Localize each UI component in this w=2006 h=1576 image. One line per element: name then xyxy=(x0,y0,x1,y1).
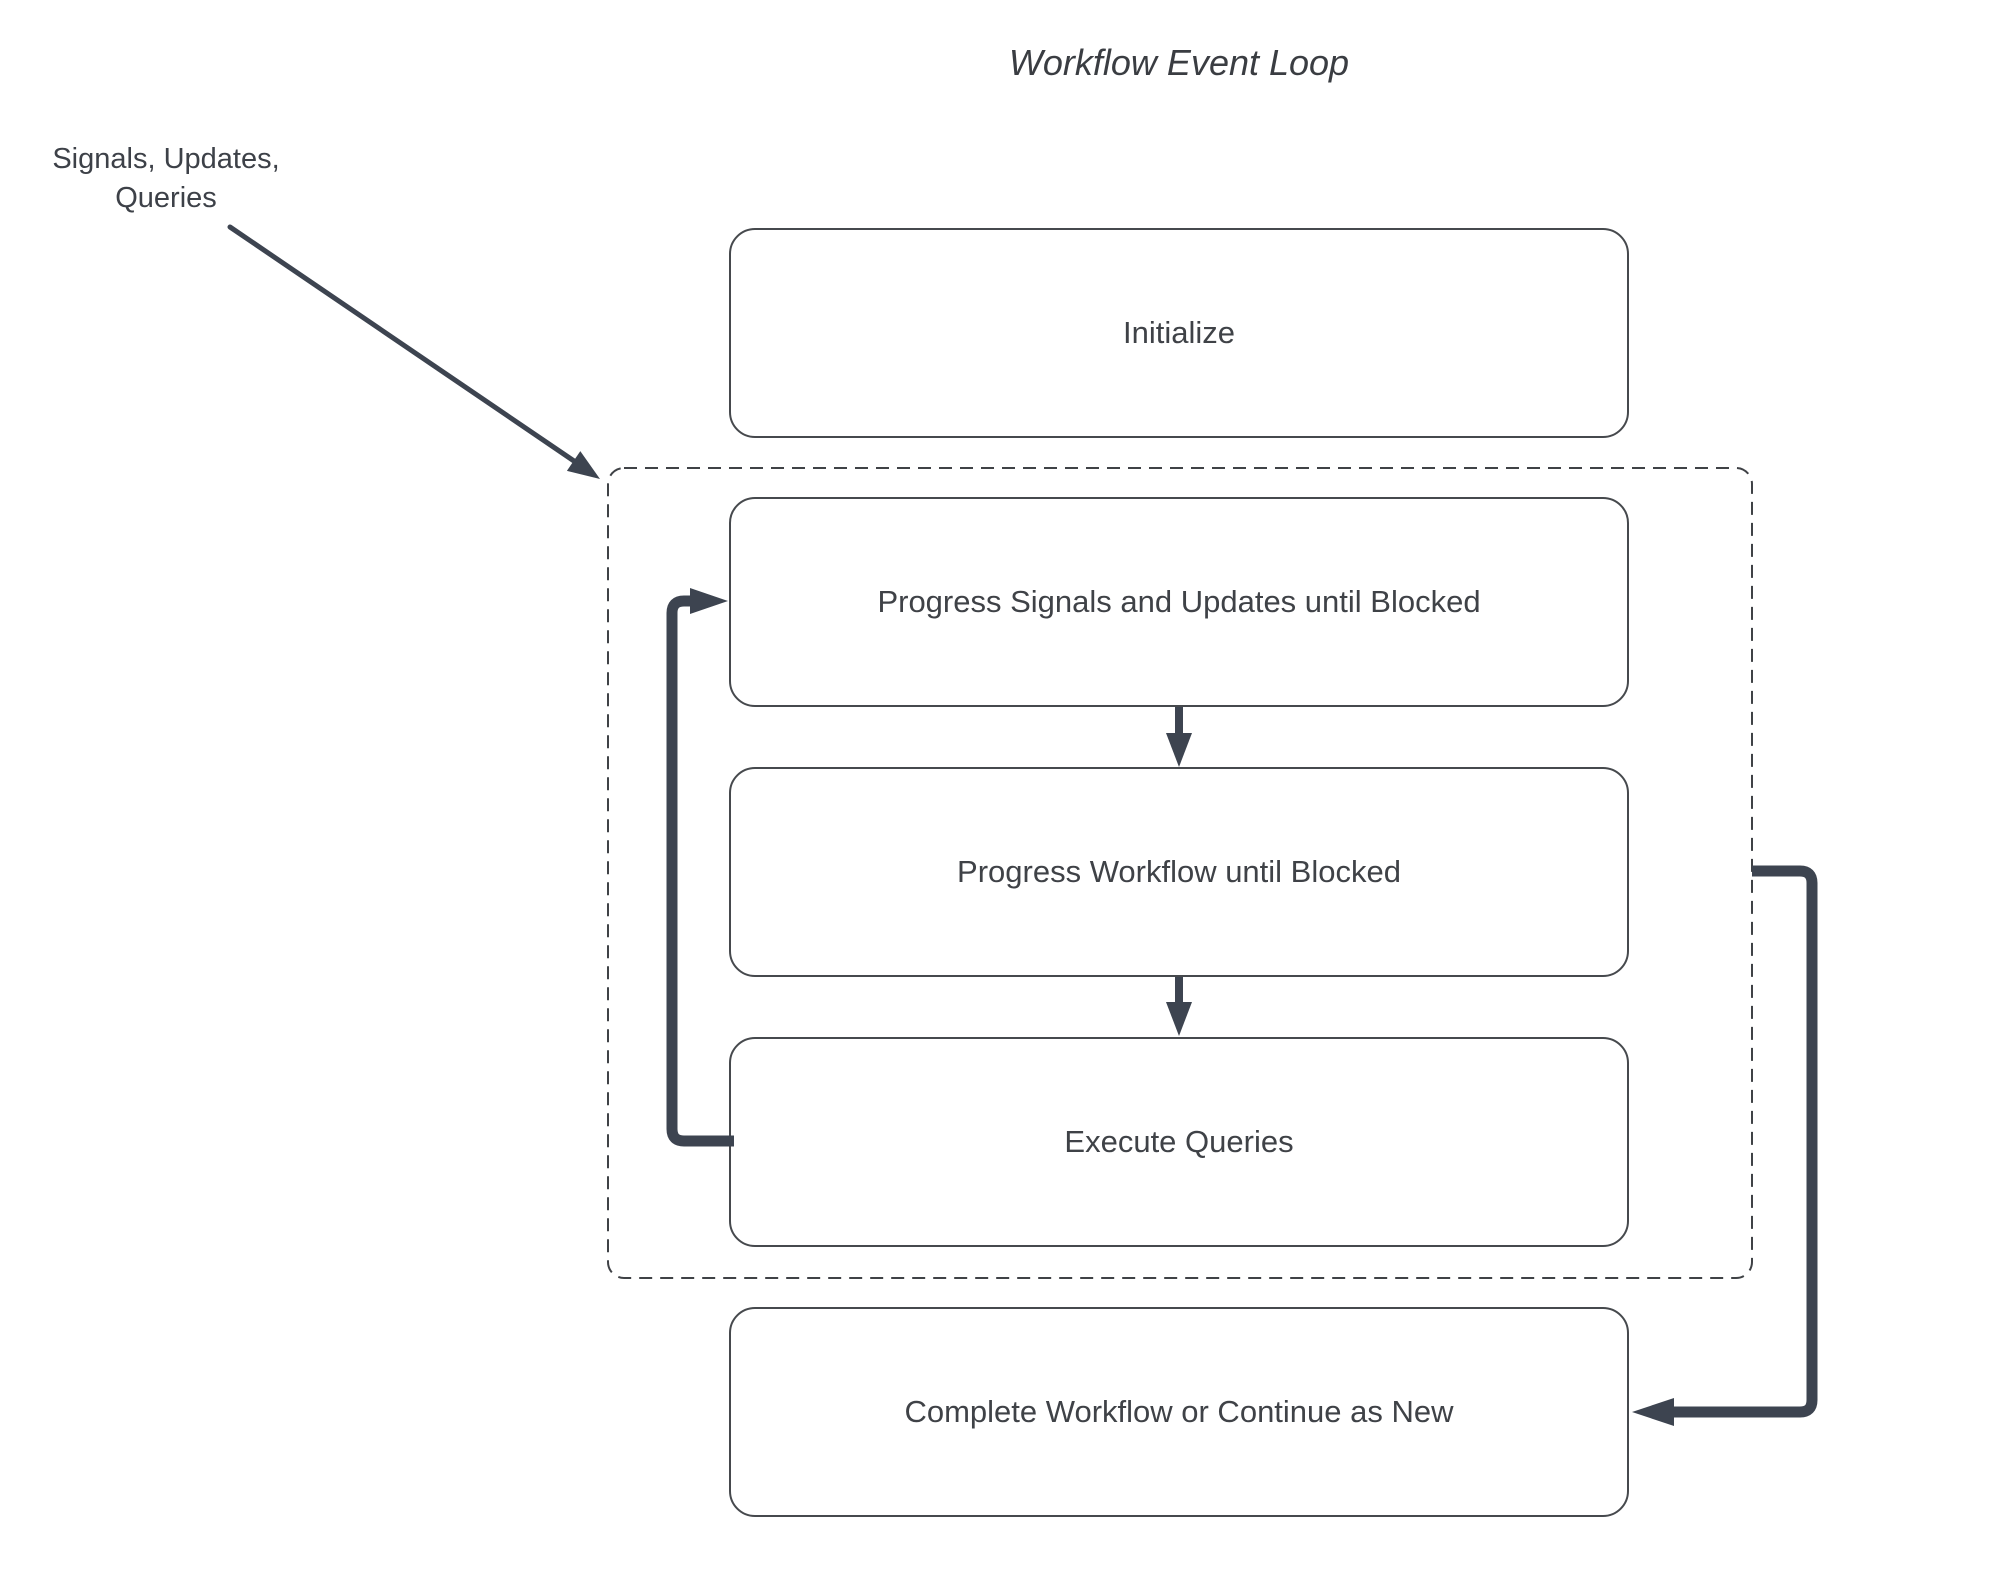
node-initialize: Initialize xyxy=(729,228,1629,438)
node-complete-label: Complete Workflow or Continue as New xyxy=(904,1394,1454,1429)
signals-updates-queries-label: Signals, Updates, Queries xyxy=(26,140,306,218)
loop-back-connector xyxy=(666,595,734,1147)
annotation-line-1: Signals, Updates, xyxy=(52,143,280,175)
node-execute-queries-label: Execute Queries xyxy=(1064,1124,1294,1159)
arrow-signals-to-workflow-head xyxy=(1166,733,1192,767)
node-progress-workflow: Progress Workflow until Blocked xyxy=(729,767,1629,977)
signals-input-arrowhead xyxy=(566,451,600,479)
signals-input-arrow-line xyxy=(227,224,577,464)
node-progress-workflow-label: Progress Workflow until Blocked xyxy=(957,854,1401,889)
node-initialize-label: Initialize xyxy=(1123,315,1235,350)
diagram-title: Workflow Event Loop xyxy=(1008,42,1350,83)
exit-arrowhead xyxy=(1632,1398,1674,1426)
annotation-line-2: Queries xyxy=(115,182,217,214)
node-execute-queries: Execute Queries xyxy=(729,1037,1629,1247)
node-progress-signals: Progress Signals and Updates until Block… xyxy=(729,497,1629,707)
node-complete: Complete Workflow or Continue as New xyxy=(729,1307,1629,1517)
exit-connector xyxy=(1674,865,1818,1418)
arrow-workflow-to-queries-head xyxy=(1166,1002,1192,1036)
node-progress-signals-label: Progress Signals and Updates until Block… xyxy=(877,584,1481,619)
loop-back-arrowhead xyxy=(690,588,728,614)
